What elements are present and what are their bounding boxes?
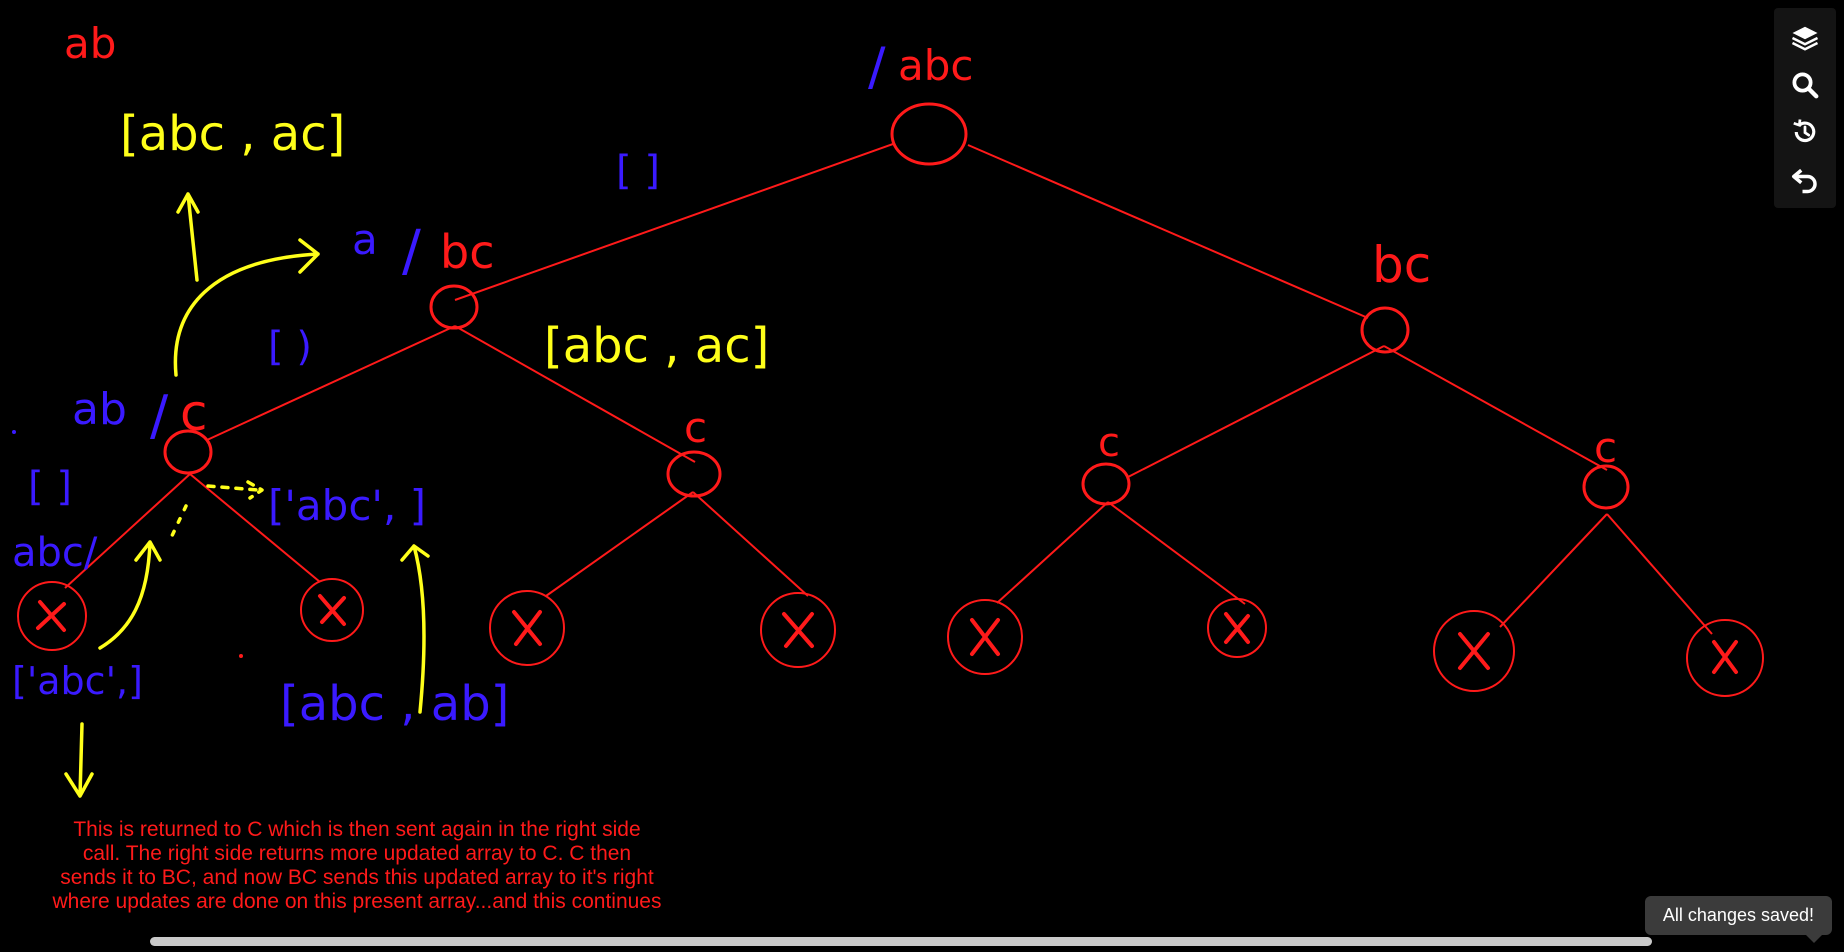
label-bc-right: bc [1372, 236, 1431, 294]
label-root-prefix: / [868, 37, 886, 97]
array-empty-1: [ ] [616, 148, 660, 194]
leaf-node [947, 599, 1023, 675]
tree-edges [64, 143, 1713, 635]
array-abc-ab: [abc , ab] [280, 676, 509, 732]
layers-button[interactable] [1785, 18, 1825, 58]
search-button[interactable] [1785, 65, 1825, 105]
stray-dot [239, 654, 243, 658]
curved-arrow-to-a [173, 238, 320, 377]
node-c-mid [666, 450, 722, 498]
leaf-x-marks [36, 594, 1738, 674]
label-node-ab: ab [72, 384, 127, 435]
label-abc-slash: abc/ [12, 530, 98, 576]
undo-button[interactable] [1785, 159, 1825, 199]
leaf-node [1433, 610, 1515, 692]
array-empty-3: [ ] [28, 464, 72, 510]
horizontal-scrollbar[interactable] [150, 937, 1652, 946]
undo-icon [1792, 168, 1817, 193]
leaf-node [489, 590, 565, 666]
label-top-left-ab: ab [64, 19, 116, 68]
leaf-nodes [17, 578, 1764, 697]
down-arrow-left [64, 722, 94, 798]
label-root-rest: abc [898, 41, 974, 90]
array-empty-2: [ ) [268, 324, 312, 370]
node-bc-left [429, 284, 479, 330]
side-toolbar [1774, 8, 1836, 208]
leaf-node [17, 581, 87, 651]
save-status-toast: All changes saved! [1644, 896, 1832, 943]
explanation-note: This is returned to C which is then sent… [52, 818, 662, 913]
array-top-yellow: [abc , ac] [120, 106, 345, 162]
curved-arrow-up-left [98, 540, 162, 650]
array-abc-blue: ['abc', ] [268, 481, 426, 530]
leaf-node [760, 592, 836, 668]
label-node-a-slash: / [402, 219, 421, 284]
node-c-right2 [1582, 464, 1630, 510]
node-bc-right [1360, 306, 1410, 354]
yellow-arrows [64, 192, 430, 798]
label-node-a: a [352, 215, 378, 264]
history-icon [1793, 118, 1816, 142]
search-icon [1792, 72, 1819, 98]
leaf-node [1686, 619, 1764, 697]
leaf-node [300, 578, 364, 642]
up-arrow-top [176, 192, 200, 282]
up-arrow-mid [400, 544, 430, 714]
array-mid-yellow: [abc , ac] [544, 318, 769, 374]
dotted-arrow [206, 480, 264, 500]
label-c-right2: c [1594, 423, 1617, 472]
layers-icon [1791, 26, 1819, 51]
history-button[interactable] [1785, 112, 1825, 152]
stray-dot [12, 430, 16, 434]
label-c-right1: c [1098, 420, 1120, 466]
array-abc-left: ['abc',] [12, 659, 143, 703]
tree-nodes [163, 102, 1630, 510]
label-c-ab: c [180, 384, 208, 442]
label-c-mid: c [684, 403, 707, 452]
node-root [890, 102, 968, 166]
leaf-node [1207, 598, 1267, 658]
node-c-right1 [1081, 462, 1131, 506]
node-c-ab [163, 429, 213, 475]
dotted-line [168, 504, 188, 542]
label-node-ab-slash: / [150, 384, 169, 447]
label-bc-left: bc [440, 225, 495, 279]
